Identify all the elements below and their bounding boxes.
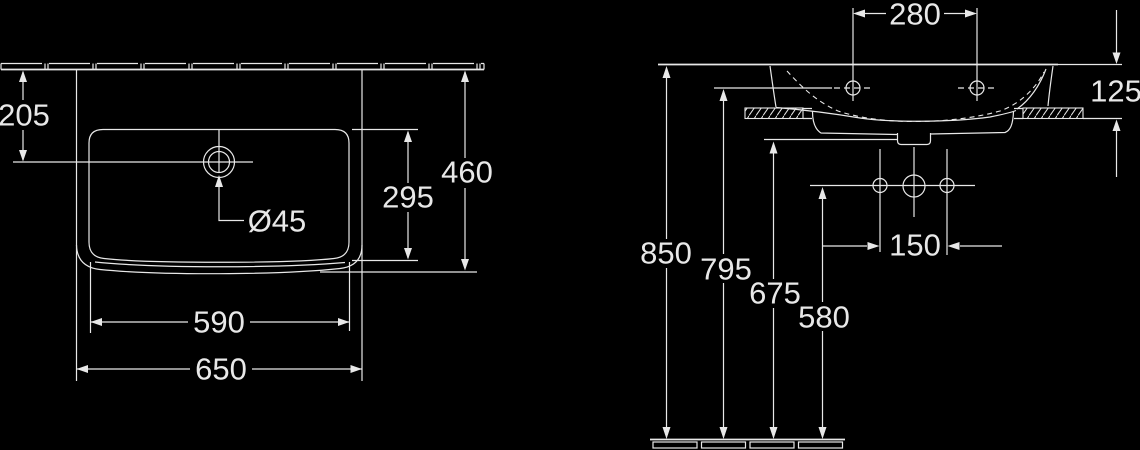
dimension-795: 795 bbox=[700, 87, 832, 439]
front-view: 280 125 850 795 675 bbox=[640, 0, 1140, 449]
dimension-label-205: 205 bbox=[0, 98, 50, 133]
dimension-label-850: 850 bbox=[640, 236, 692, 271]
dimension-label-125: 125 bbox=[1090, 74, 1140, 109]
dimension-label-diameter-45: Ø45 bbox=[248, 204, 307, 239]
drawing-line bbox=[803, 107, 1023, 120]
wall-line-ticks bbox=[44, 63, 481, 70]
drain-boss-outline bbox=[896, 133, 932, 146]
basin-front-outline bbox=[769, 65, 1054, 146]
drawing-line bbox=[797, 441, 844, 449]
tap-hole bbox=[13, 130, 253, 179]
basin-right-inner-curve bbox=[1016, 68, 1047, 110]
dimension-label-295: 295 bbox=[382, 180, 434, 215]
dimension-205: 205 bbox=[0, 70, 50, 162]
drain-circle bbox=[902, 174, 926, 198]
dimension-label-460: 460 bbox=[441, 155, 493, 190]
dimension-850: 850 bbox=[640, 66, 692, 439]
right-bolt-circle bbox=[939, 177, 955, 194]
drawing-line bbox=[215, 175, 223, 187]
dimension-150: 150 bbox=[823, 228, 1002, 263]
drawing-line bbox=[218, 187, 244, 222]
left-bracket-hatch bbox=[744, 107, 804, 120]
left-bolt-circle bbox=[872, 177, 888, 194]
dimension-460: 460 bbox=[320, 70, 493, 273]
floor-line bbox=[650, 438, 845, 449]
dimension-tap-diameter: Ø45 bbox=[215, 175, 306, 239]
dimension-label-280: 280 bbox=[889, 0, 941, 32]
basin-mid-front-curve bbox=[94, 261, 346, 268]
dimension-590: 590 bbox=[89, 262, 351, 340]
top-view: 205 295 460 Ø45 590 bbox=[0, 62, 493, 387]
dimension-280: 280 bbox=[852, 0, 978, 101]
drain-and-bolts bbox=[810, 147, 975, 255]
fixing-holes bbox=[834, 80, 996, 96]
dimension-125: 125 bbox=[1090, 10, 1140, 177]
dimension-295: 295 bbox=[352, 128, 434, 262]
dimension-580: 580 bbox=[798, 187, 850, 439]
dimension-label-650: 650 bbox=[195, 352, 247, 387]
drawing-line bbox=[749, 441, 795, 449]
basin-outer-front-curve bbox=[75, 244, 363, 275]
drawing-line bbox=[652, 441, 698, 449]
basin-underside-outline bbox=[811, 111, 1015, 136]
dimension-650: 650 bbox=[76, 352, 362, 387]
dimension-label-795: 795 bbox=[700, 252, 752, 287]
wall-line bbox=[0, 62, 485, 71]
dimension-label-580: 580 bbox=[798, 300, 850, 335]
basin-left-edge bbox=[769, 65, 777, 108]
dimension-label-675: 675 bbox=[749, 276, 801, 311]
wall-brackets bbox=[744, 107, 1122, 120]
dimension-675: 675 bbox=[749, 138, 897, 439]
basin-rim-outline bbox=[88, 128, 350, 263]
dimension-label-590: 590 bbox=[193, 305, 245, 340]
right-bracket-hatch bbox=[1022, 107, 1084, 120]
drawing-line bbox=[700, 441, 747, 449]
basin-right-edge bbox=[1047, 65, 1054, 107]
basin-top-outline bbox=[75, 128, 363, 275]
dimension-label-150: 150 bbox=[889, 228, 941, 263]
